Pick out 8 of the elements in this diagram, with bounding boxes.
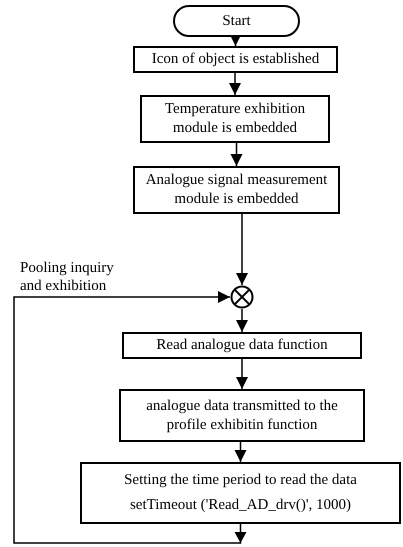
process-box: Analogue signal measurement module is embedded bbox=[133, 166, 340, 214]
process-box: Temperature exhibition module is embedded bbox=[140, 95, 330, 143]
junction-circle bbox=[230, 285, 254, 309]
process-box: analogue data transmitted to the profile exhibitin function bbox=[119, 389, 365, 442]
terminal-box: Start bbox=[173, 5, 300, 37]
process-box: Icon of object is established bbox=[133, 46, 338, 73]
process-box: Read analogue data function bbox=[122, 332, 362, 359]
process-box: Setting the time period to read the data setTimeout ('Read_AD_drv()', 1000) bbox=[80, 462, 401, 524]
